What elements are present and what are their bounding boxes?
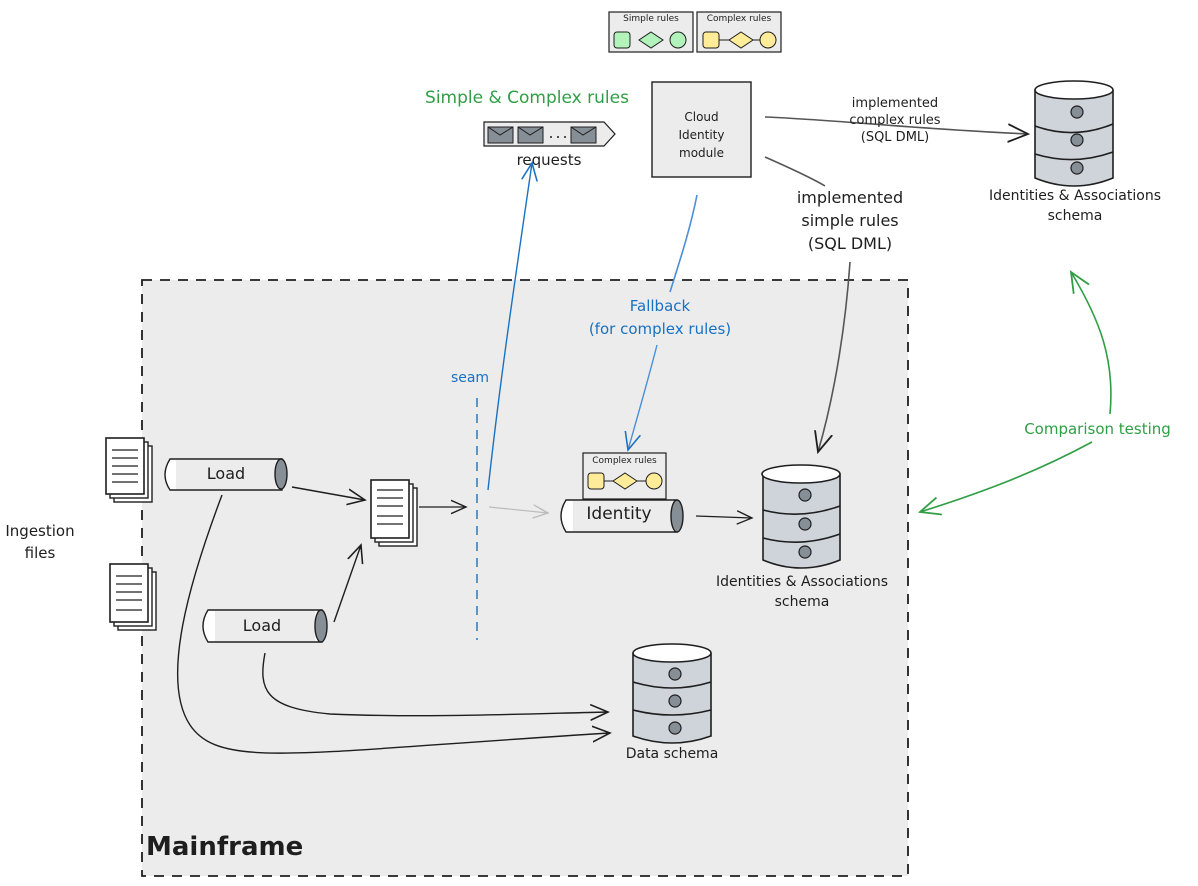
ingestion-file-stack-icon [105,437,153,503]
mainframe-boundary [141,279,909,877]
complex-diamond-icon [612,472,638,490]
cloud-identity-module [651,81,752,178]
arrow-load1-to-data-db [176,494,610,754]
simple-diamond-icon [638,31,664,49]
arrow-complex-rules-to-cloud-db [764,116,1028,134]
arrow-load2-to-files [333,545,361,623]
arrow-fallback-line [669,194,698,293]
load-2-label: Load [242,616,282,635]
cloud-module-label: Cloud Identity module [678,110,725,160]
complex-circle-icon [759,31,777,49]
cloud-identities-db-icon [1034,80,1114,187]
complex-square-icon [702,31,720,49]
complex-square-icon [587,472,605,490]
simple-circle-icon [669,31,687,49]
complex-rules-dml-label: implemented complex rules (SQL DML) [849,96,941,145]
comparison-testing-label: Comparison testing [1024,420,1171,438]
requests-queue-icon [483,121,616,147]
legend-simple-rules [608,11,694,53]
arrow-load1-to-files [291,486,365,500]
ingestion-files-label: Ingestion files [5,522,75,562]
identity-pipeline [560,499,684,533]
arrow-simple-rules-to-mainframe-db [818,261,851,452]
seam-label: seam [450,370,490,386]
arrow-comparison-to-cloud-db [1071,272,1112,415]
arrow-comparison-to-mainframe-db [920,441,1093,512]
legend-complex-rules [696,11,782,53]
arrow-seam-to-requests [487,163,532,491]
legend-simple-title: Simple rules [623,14,679,24]
simple-square-icon [613,31,631,49]
simple-rules-dml-label: implemented simple rules (SQL DML) [796,188,904,253]
identity-complex-rules-box [582,452,667,500]
fallback-label: Fallback (for complex rules) [588,297,732,338]
load-pipeline-1 [164,458,288,491]
arrow-simple-rules-line [764,156,826,187]
mainframe-identities-db-icon [761,464,841,569]
load-pipeline-2 [202,609,328,643]
ingestion-file-stack-icon [109,563,157,631]
requests-title: Simple & Complex rules [425,88,629,108]
arrow-identity-to-mainframe-db [695,516,752,518]
arrow-seam-to-identity [488,507,548,513]
mainframe-title: Mainframe [146,832,304,862]
load-1-label: Load [206,464,246,483]
identity-rules-title: Complex rules [592,456,657,466]
identity-label: Identity [586,504,652,524]
complex-diamond-icon [728,31,754,49]
mainframe-db-label: Identities & Associations schema [716,574,888,610]
complex-circle-icon [645,472,663,490]
intermediate-file-stack-icon [370,479,418,547]
data-schema-label: Data schema [625,746,719,762]
arrow-load2-to-data-db [262,652,608,716]
cloud-db-label: Identities & Associations schema [989,188,1161,224]
legend-complex-title: Complex rules [706,14,772,24]
arrow-fallback-to-identity [628,344,658,450]
data-schema-db-icon [632,643,712,744]
requests-label: requests [516,151,582,169]
